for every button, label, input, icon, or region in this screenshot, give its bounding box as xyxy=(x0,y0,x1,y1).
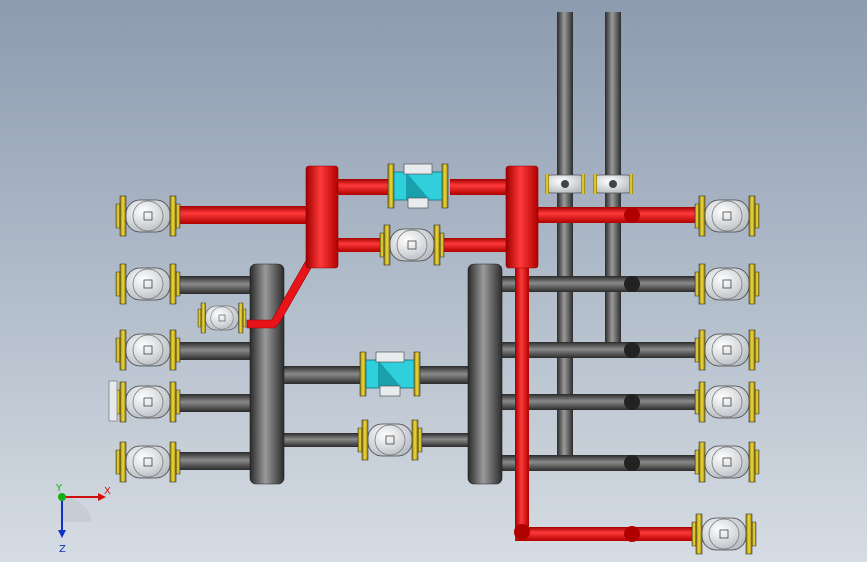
gate-valve-icon[interactable] xyxy=(379,224,445,266)
strainer-icon[interactable] xyxy=(359,351,421,397)
gate-valve-icon[interactable] xyxy=(694,381,760,423)
gate-valve-icon[interactable] xyxy=(197,302,247,334)
hot-water-pipes[interactable] xyxy=(175,165,700,542)
x-axis-label: X xyxy=(104,486,111,497)
ball-valve-icon[interactable] xyxy=(544,173,586,195)
strainer-icon[interactable] xyxy=(387,163,449,209)
gate-valve-icon[interactable] xyxy=(694,329,760,371)
ball-valve-icon[interactable] xyxy=(592,173,634,195)
y-axis-label: Y xyxy=(55,483,63,494)
header-right[interactable] xyxy=(467,263,503,485)
gate-valve-icon[interactable] xyxy=(115,381,181,423)
gate-valve-icon[interactable] xyxy=(115,329,181,371)
left-branch-pipes[interactable] xyxy=(175,276,475,470)
gate-valve-icon[interactable] xyxy=(115,441,181,483)
axis-triad-icon: X Y Z xyxy=(55,483,111,555)
gate-valve-icon[interactable] xyxy=(691,513,757,555)
right-branch-pipes[interactable] xyxy=(498,276,700,471)
blind-flange xyxy=(108,380,118,422)
z-axis-label: Z xyxy=(59,544,66,555)
vertical-pipes[interactable] xyxy=(557,12,621,460)
header-left[interactable] xyxy=(249,263,285,485)
gate-valve-icon[interactable] xyxy=(357,419,423,461)
gate-valve-icon[interactable] xyxy=(115,195,181,237)
gate-valve-icon[interactable] xyxy=(115,263,181,305)
gate-valve-icon[interactable] xyxy=(694,195,760,237)
gate-valve-icon[interactable] xyxy=(694,441,760,483)
gate-valve-icon[interactable] xyxy=(694,263,760,305)
